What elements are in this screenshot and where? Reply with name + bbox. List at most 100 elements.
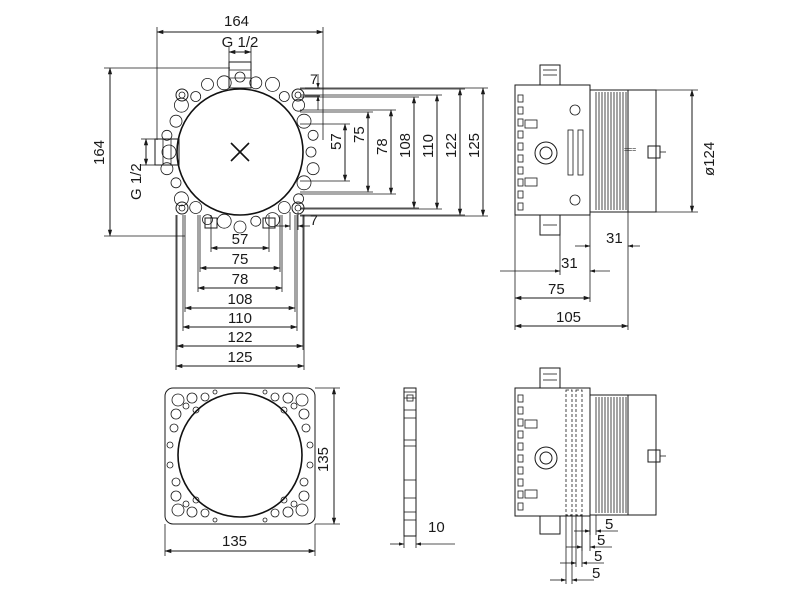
plate-view: 135 135 xyxy=(164,387,340,556)
rib xyxy=(517,466,524,475)
thread-top-label: G 1/2 xyxy=(222,34,259,51)
plate-outline xyxy=(164,387,316,525)
side-dim-31a: 31 xyxy=(606,230,623,247)
rib xyxy=(517,202,524,211)
plate-hole xyxy=(169,423,179,433)
section-knob xyxy=(534,446,558,470)
plate-hole xyxy=(166,461,174,469)
body-lobe xyxy=(173,191,189,207)
plate-hole xyxy=(200,392,210,402)
plate-holes xyxy=(166,389,314,523)
plate-hole xyxy=(186,392,198,404)
plate-hole xyxy=(212,517,218,523)
side-cylinder-lines xyxy=(595,92,627,210)
vdim-label: 122 xyxy=(443,133,460,158)
thread-left-label: G 1/2 xyxy=(128,163,145,200)
plate-hole xyxy=(280,496,288,504)
vdim-label: 75 xyxy=(351,126,368,143)
side-ribs xyxy=(517,94,524,211)
body-lobe xyxy=(202,214,213,226)
hdim-label: 110 xyxy=(228,310,252,327)
body-lobe xyxy=(249,76,263,90)
body-lobe xyxy=(306,162,320,176)
side-dim-75-label: 75 xyxy=(548,281,565,298)
body-lobe xyxy=(190,91,202,102)
corner-lug-hole xyxy=(178,204,186,212)
dim-height-164-label: 164 xyxy=(91,140,108,165)
dim-width-164-label: 164 xyxy=(224,13,249,30)
plate-hole xyxy=(298,490,310,502)
section-plate-b xyxy=(575,389,583,516)
svg-text:===: === xyxy=(624,147,636,154)
hdim-label: 122 xyxy=(227,329,252,346)
rib xyxy=(517,94,524,103)
hdim-label: 125 xyxy=(227,349,252,366)
body-lobe xyxy=(307,129,319,141)
side-cap xyxy=(627,89,657,213)
plate-hole xyxy=(295,503,309,517)
small-dim-top: 7 xyxy=(310,71,318,87)
rib xyxy=(517,106,524,115)
profile-outline xyxy=(403,387,417,537)
profile-marks xyxy=(404,391,416,521)
plate-hole xyxy=(290,402,298,410)
plate-hole xyxy=(270,392,280,402)
plate-hole xyxy=(301,423,311,433)
rib xyxy=(517,430,524,439)
body-lobe xyxy=(234,71,246,83)
rib xyxy=(517,154,524,163)
hdim-label: 78 xyxy=(232,271,249,288)
body-lobe xyxy=(278,91,290,102)
body-lobe xyxy=(265,77,280,92)
plate-hole xyxy=(282,506,294,518)
plate-hole xyxy=(171,503,185,517)
plate-hole xyxy=(306,461,314,469)
side-dim-31b: 31 xyxy=(561,255,578,272)
rib xyxy=(517,394,524,403)
side-body xyxy=(514,84,591,216)
hdim-label: 57 xyxy=(232,231,249,248)
body-lobe xyxy=(161,144,177,160)
section-ribs xyxy=(517,394,524,511)
plate-hole xyxy=(262,389,268,395)
body-lobe xyxy=(161,129,173,141)
vdim-label: 110 xyxy=(420,134,437,158)
plate-width-label: 135 xyxy=(222,533,247,550)
small-dim-bottom: 7 xyxy=(310,212,318,228)
body-lobe xyxy=(201,78,214,91)
profile-thickness-label: 10 xyxy=(428,519,445,536)
rib xyxy=(517,478,524,487)
plate-hole xyxy=(290,500,298,508)
plate-hole xyxy=(182,500,190,508)
plate-hole xyxy=(182,402,190,410)
plate-hole xyxy=(171,393,185,407)
left-port xyxy=(154,138,180,166)
plate-bore xyxy=(177,392,303,518)
body-lobe xyxy=(233,220,247,234)
vdim-label: 78 xyxy=(374,138,391,155)
plate-hole xyxy=(282,392,294,404)
rib xyxy=(517,418,524,427)
rib xyxy=(517,118,524,127)
hdim-label: 75 xyxy=(232,251,249,268)
side-view: === ø124 31 31 75 105 xyxy=(500,64,718,330)
body-lobe xyxy=(216,213,232,229)
front-body xyxy=(160,71,320,234)
section-dim-label: 5 xyxy=(597,532,605,549)
rib xyxy=(517,442,524,451)
body-lobe xyxy=(296,113,312,129)
plate-hole xyxy=(170,490,182,502)
corner-lug-hole xyxy=(178,91,186,99)
plate-hole xyxy=(270,508,280,518)
center-cross-b xyxy=(230,142,250,162)
corner-lug xyxy=(175,201,189,215)
plate-hole xyxy=(299,477,309,487)
rib xyxy=(517,190,524,199)
body-lobe xyxy=(189,201,203,214)
